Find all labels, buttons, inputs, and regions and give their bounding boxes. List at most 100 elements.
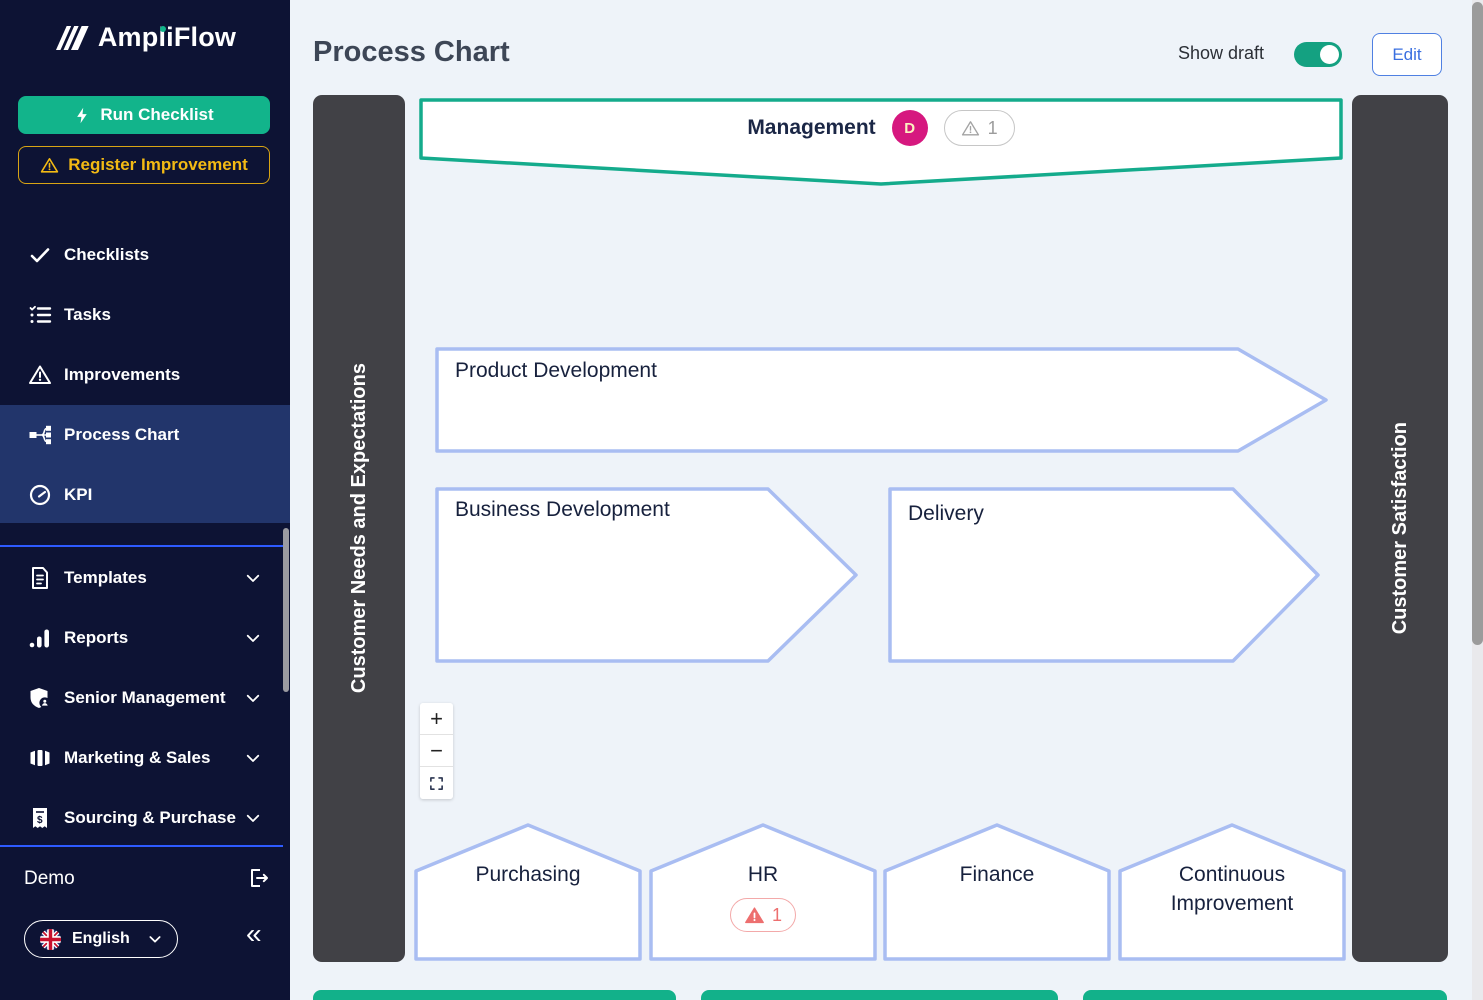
sidebar-item-reports[interactable]: Reports: [0, 614, 283, 662]
edit-button[interactable]: Edit: [1372, 33, 1442, 76]
arrow-outline: [888, 487, 1320, 663]
sidebar-item-tasks[interactable]: Tasks: [0, 291, 283, 339]
fullscreen-icon: [430, 776, 443, 790]
language-label: English: [72, 930, 130, 947]
warning-triangle-icon: [41, 157, 59, 173]
gauge-icon: [29, 484, 51, 506]
management-shape[interactable]: Management D 1: [415, 97, 1347, 189]
arrow-outline: [435, 487, 858, 663]
sidebar-item-label: Reports: [64, 628, 129, 647]
pentagon-outline: [1118, 823, 1346, 961]
sidebar-item-label: Senior Management: [64, 688, 226, 707]
management-outline: [419, 98, 1343, 186]
warning-triangle-icon: [29, 365, 51, 384]
customer-satisfaction-label: Customer Satisfaction: [1388, 422, 1411, 635]
zoom-out-button[interactable]: −: [420, 735, 453, 767]
toggle-knob: [1320, 45, 1339, 64]
sidebar-item-label: Templates: [64, 568, 147, 587]
sidebar-item-checklists[interactable]: Checklists: [0, 231, 283, 279]
chevron-down-icon: [246, 814, 260, 822]
zoom-in-button[interactable]: +: [420, 703, 453, 735]
language-selector[interactable]: English: [24, 920, 178, 958]
support-hr[interactable]: HR 1: [648, 822, 878, 962]
page-scrollbar-track: [1472, 0, 1483, 1000]
sidebar-item-templates[interactable]: Templates: [0, 554, 283, 602]
management-content: Management D 1: [415, 110, 1347, 146]
invoice-icon: $: [33, 808, 47, 828]
support-purchasing[interactable]: Purchasing: [413, 822, 643, 962]
support-label: Purchasing: [475, 863, 581, 886]
bottom-shape-partial: [1083, 990, 1447, 1000]
owner-badge[interactable]: D: [891, 110, 928, 146]
chevron-down-icon: [246, 634, 260, 642]
pentagon-outline: [883, 823, 1111, 961]
page-scrollbar-thumb[interactable]: [1472, 2, 1483, 645]
document-icon: [32, 567, 48, 589]
sidebar-item-label: KPI: [64, 485, 93, 504]
logo-i-dot: [159, 26, 166, 32]
sidebar-item-label: Marketing & Sales: [64, 748, 211, 767]
run-checklist-button[interactable]: Run Checklist: [18, 96, 270, 134]
pentagon-outline: [649, 823, 877, 961]
hr-warning-badge[interactable]: 1: [729, 898, 797, 932]
process-delivery[interactable]: Delivery: [885, 485, 1322, 665]
sidebar-item-process-chart[interactable]: Process Chart: [0, 411, 283, 459]
logo-text: AmpliFlow: [97, 22, 237, 52]
fullscreen-button[interactable]: [420, 767, 453, 799]
run-checklist-label: Run Checklist: [100, 105, 214, 124]
warning-triangle-icon: [745, 906, 764, 923]
process-product-development[interactable]: Product Development: [432, 345, 1330, 455]
svg-text:$: $: [37, 815, 43, 826]
sidebar-item-marketing-sales[interactable]: Marketing & Sales: [0, 734, 283, 782]
show-draft-toggle[interactable]: [1294, 42, 1342, 67]
bottom-shape-partial: [313, 990, 676, 1000]
customer-satisfaction-rail: Customer Satisfaction: [1352, 95, 1448, 962]
customer-needs-rail: Customer Needs and Expectations: [313, 95, 405, 962]
bottom-shape-partial: [701, 990, 1058, 1000]
chevron-down-icon: [149, 936, 161, 943]
show-draft-label: Show draft: [1178, 43, 1265, 63]
management-label: Management: [747, 116, 876, 139]
sidebar-divider: [0, 845, 283, 847]
sidebar-item-improvements[interactable]: Improvements: [0, 351, 283, 399]
workspace-label: Demo: [24, 868, 75, 889]
support-label: Finance: [959, 863, 1035, 886]
bar-chart-icon: [29, 629, 49, 648]
active-nav-section: [0, 405, 290, 523]
customer-needs-label: Customer Needs and Expectations: [347, 363, 370, 694]
zoom-controls: + −: [420, 703, 453, 799]
support-continuous-improvement[interactable]: Continuous Improvement: [1117, 822, 1347, 962]
support-label: HR: [747, 863, 779, 886]
process-business-development[interactable]: Business Development: [432, 485, 860, 665]
support-label: Continuous Improvement: [1170, 863, 1294, 915]
lightning-icon: [77, 107, 88, 123]
sidebar-divider: [0, 545, 283, 547]
sidebar-item-label: Sourcing & Purchase: [64, 808, 236, 827]
sidebar-item-kpi[interactable]: KPI: [0, 471, 283, 519]
management-warning-badge[interactable]: 1: [943, 110, 1015, 146]
arrow-outline: [435, 347, 1328, 453]
check-icon: [30, 248, 50, 263]
support-finance[interactable]: Finance: [882, 822, 1112, 962]
register-improvement-button[interactable]: Register Improvement: [18, 146, 270, 184]
sidebar-item-senior-management[interactable]: Senior Management: [0, 674, 283, 722]
pentagon-outline: [414, 823, 642, 961]
warning-triangle-icon: [961, 120, 979, 136]
flow-icon: [29, 425, 51, 445]
process-label: Business Development: [455, 498, 670, 521]
warning-count: 1: [771, 904, 783, 925]
chevron-down-icon: [246, 754, 260, 762]
chevron-down-icon: [246, 694, 260, 702]
logo: AmpliFlow: [0, 22, 290, 53]
logout-icon[interactable]: [246, 866, 270, 890]
sidebar-item-label: Process Chart: [64, 425, 180, 444]
logo-slashes-icon: [55, 25, 89, 50]
sidebar-item-sourcing-purchase[interactable]: $ Sourcing & Purchase: [0, 794, 283, 842]
sidebar-item-label: Improvements: [64, 365, 181, 384]
collapse-sidebar-button[interactable]: «: [246, 918, 262, 949]
sidebar-scrollbar[interactable]: [283, 528, 289, 692]
warning-count: 1: [987, 117, 998, 138]
edit-label: Edit: [1392, 44, 1422, 64]
sidebar-item-label: Checklists: [64, 245, 150, 264]
